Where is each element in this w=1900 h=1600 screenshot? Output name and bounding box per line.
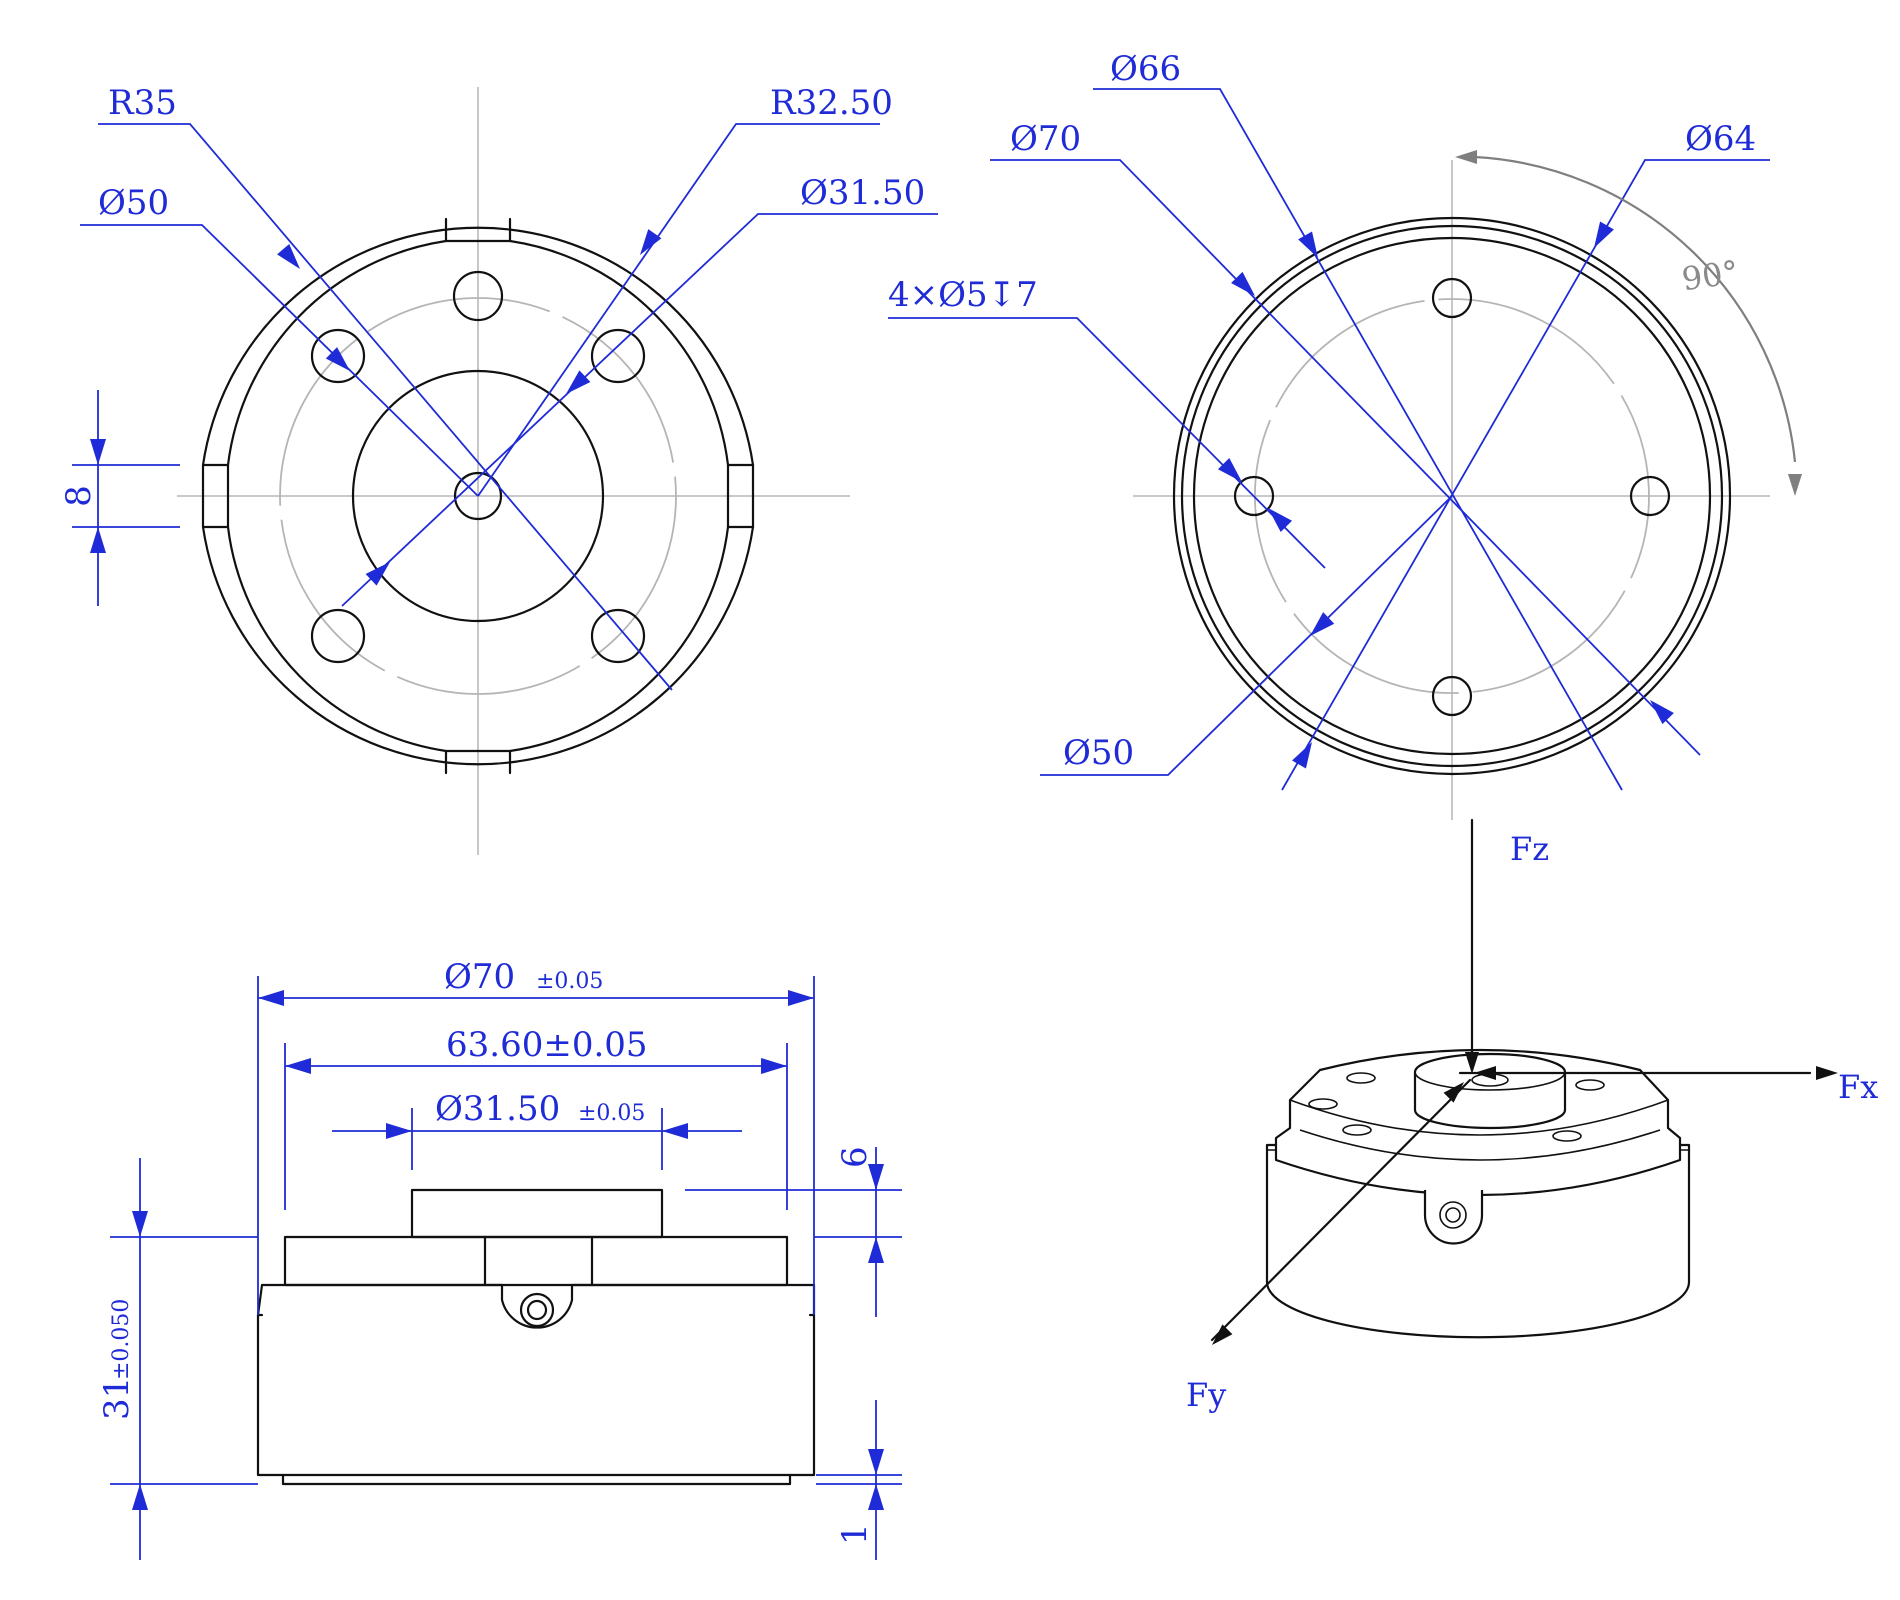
front-hole bbox=[310, 328, 366, 384]
front-view: R35 R32.50 Ø50 Ø31.50 8 bbox=[59, 83, 938, 855]
label-rear-d70: Ø70 bbox=[1010, 119, 1081, 159]
front-center-boss bbox=[351, 369, 605, 623]
label-side-h31-tol: ±0.050 bbox=[109, 1299, 134, 1380]
label-rear-d66: Ø66 bbox=[1110, 49, 1181, 89]
side-view: Ø70 ±0.05 63.60±0.05 Ø31.50 ±0.05 31 ±0.… bbox=[97, 957, 902, 1560]
label-front-d31-50: Ø31.50 bbox=[800, 173, 925, 213]
label-rear-d50: Ø50 bbox=[1063, 733, 1134, 773]
rear-hole bbox=[1233, 475, 1275, 517]
label-rear-d64: Ø64 bbox=[1685, 119, 1756, 159]
front-hole bbox=[452, 270, 504, 322]
label-front-d50: Ø50 bbox=[98, 183, 169, 223]
label-side-d31-50-tol: ±0.05 bbox=[578, 1101, 645, 1126]
front-hole bbox=[590, 608, 646, 664]
front-hole bbox=[310, 608, 366, 664]
label-fy: Fy bbox=[1186, 1376, 1226, 1414]
side-main-body bbox=[256, 1283, 816, 1477]
rear-hole bbox=[1431, 675, 1473, 717]
label-fz: Fz bbox=[1510, 830, 1549, 868]
label-rear-angle: 90° bbox=[1679, 253, 1740, 299]
rear-outer-ring bbox=[1172, 216, 1732, 776]
label-side-d70-tol: ±0.05 bbox=[536, 969, 603, 994]
label-side-h6: 6 bbox=[835, 1146, 875, 1168]
label-rear-holes: 4×Ø5↧7 bbox=[888, 275, 1038, 315]
label-r32-50: R32.50 bbox=[770, 83, 893, 123]
label-side-d31-50: Ø31.50 bbox=[435, 1089, 560, 1129]
isometric-view: Fz Fx Fy bbox=[1186, 818, 1878, 1414]
rear-hole bbox=[1629, 475, 1671, 517]
label-side-h31: 31 bbox=[97, 1377, 137, 1420]
rear-hole bbox=[1431, 277, 1473, 319]
front-hole bbox=[590, 328, 646, 384]
label-side-d70: Ø70 bbox=[444, 957, 515, 997]
label-side-63-60: 63.60±0.05 bbox=[446, 1025, 648, 1065]
rear-view: Ø66 Ø70 Ø64 4×Ø5↧7 Ø50 90° bbox=[888, 49, 1802, 820]
label-fx: Fx bbox=[1838, 1068, 1878, 1106]
label-r35: R35 bbox=[108, 83, 177, 123]
label-side-h1: 1 bbox=[835, 1523, 875, 1545]
label-front-8: 8 bbox=[59, 485, 99, 507]
